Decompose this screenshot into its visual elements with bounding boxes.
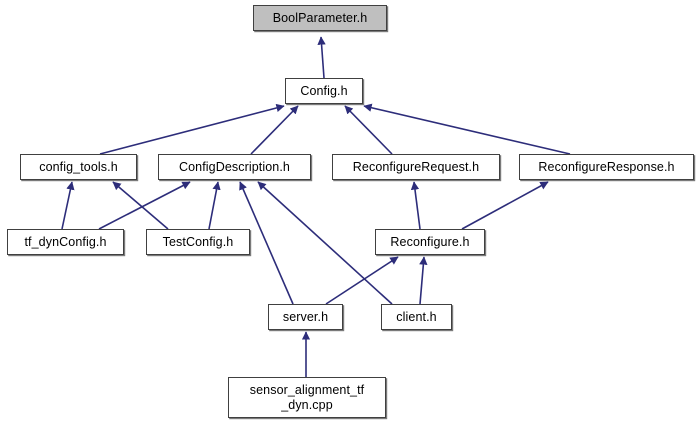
node-reconfigurerequest[interactable]: ReconfigureRequest.h xyxy=(332,154,500,180)
edge-configdescription-to-config xyxy=(250,105,299,155)
edge-tf_dynconfig-to-config_tools xyxy=(61,181,75,230)
node-label-testconfig: TestConfig.h xyxy=(162,234,234,249)
node-config_tools[interactable]: config_tools.h xyxy=(20,154,137,180)
edge-testconfig-to-config_tools xyxy=(112,181,169,230)
node-reconfigure[interactable]: Reconfigure.h xyxy=(375,229,485,255)
node-server[interactable]: server.h xyxy=(268,304,343,330)
node-label-reconfigurerequest: ReconfigureRequest.h xyxy=(352,159,480,174)
node-label-reconfigureresponse: ReconfigureResponse.h xyxy=(538,159,675,174)
node-label-configdescription: ConfigDescription.h xyxy=(179,159,290,174)
node-label-reconfigure: Reconfigure.h xyxy=(390,234,470,249)
edge-reconfigure-to-reconfigureresponse xyxy=(461,181,549,230)
edge-client-to-reconfigure xyxy=(419,256,428,305)
node-label-boolparameter: BoolParameter.h xyxy=(272,10,368,25)
node-configdescription[interactable]: ConfigDescription.h xyxy=(158,154,311,180)
node-label-client: client.h xyxy=(396,309,437,324)
node-label-tf_dynconfig: tf_dynConfig.h xyxy=(24,234,107,249)
edge-testconfig-to-configdescription xyxy=(208,181,221,230)
edge-client-to-configdescription xyxy=(257,181,393,305)
edges-group xyxy=(61,36,571,377)
edge-reconfigureresponse-to-config xyxy=(363,103,571,155)
edge-server-to-configdescription xyxy=(239,181,294,305)
edge-config-to-boolparameter xyxy=(317,36,326,79)
node-client[interactable]: client.h xyxy=(381,304,452,330)
edge-tf_dynconfig-to-configdescription xyxy=(98,181,191,230)
node-sensor_alignment[interactable]: sensor_alignment_tf _dyn.cpp xyxy=(228,377,386,418)
node-label-config_tools: config_tools.h xyxy=(39,159,118,174)
node-label-server: server.h xyxy=(282,309,329,324)
node-testconfig[interactable]: TestConfig.h xyxy=(146,229,250,255)
edge-config_tools-to-config xyxy=(99,103,285,155)
edge-server-to-reconfigure xyxy=(325,256,399,305)
node-tf_dynconfig[interactable]: tf_dynConfig.h xyxy=(7,229,124,255)
edge-reconfigure-to-reconfigurerequest xyxy=(410,181,421,230)
node-reconfigureresponse[interactable]: ReconfigureResponse.h xyxy=(519,154,694,180)
node-config[interactable]: Config.h xyxy=(285,78,363,104)
edge-reconfigurerequest-to-config xyxy=(344,105,393,155)
node-label-config: Config.h xyxy=(300,83,348,98)
node-label-sensor_alignment: sensor_alignment_tf _dyn.cpp xyxy=(249,382,365,412)
node-boolparameter[interactable]: BoolParameter.h xyxy=(253,5,387,31)
